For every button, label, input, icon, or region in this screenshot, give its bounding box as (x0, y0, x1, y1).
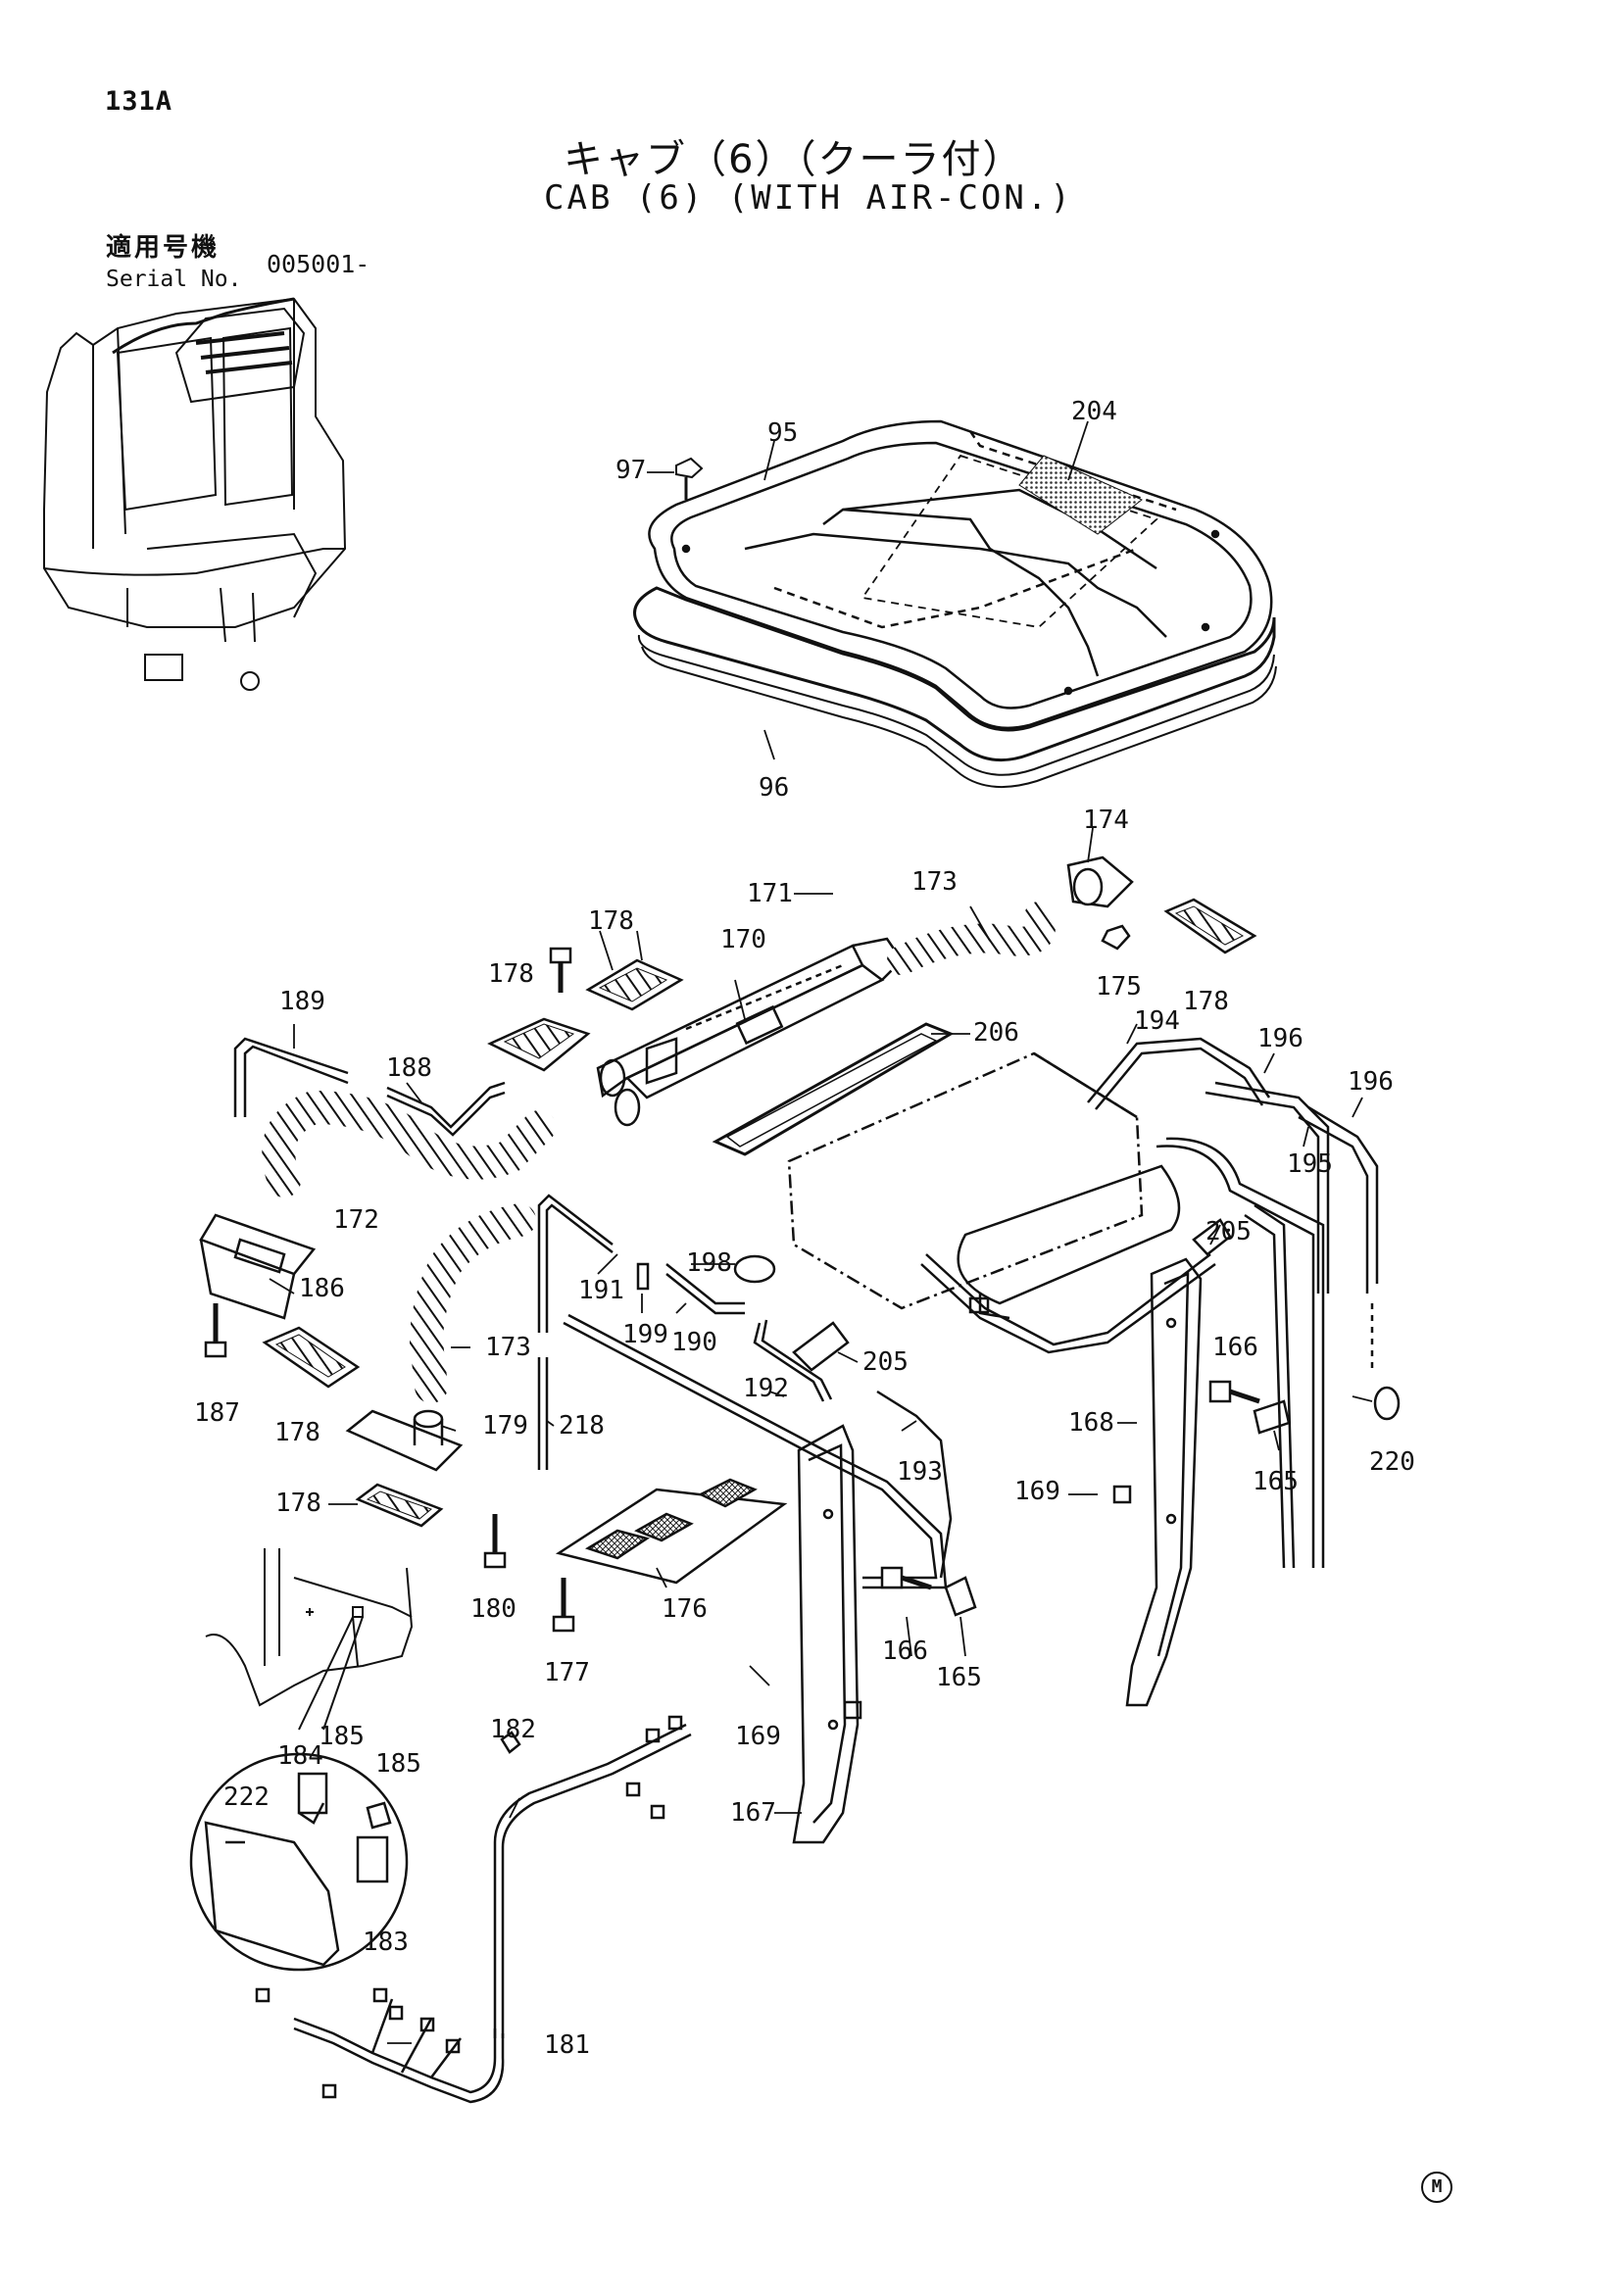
callout-198: 198 (686, 1248, 732, 1278)
cab-interior-partial (205, 1548, 414, 1731)
serial-number-value: 005001- (267, 250, 370, 278)
callout-179: 179 (482, 1411, 528, 1441)
callout-195: 195 (1287, 1149, 1333, 1179)
callout-170: 170 (720, 925, 766, 954)
callout-169-a: 169 (1014, 1477, 1060, 1506)
screw-97-part (675, 457, 704, 500)
callout-172: 172 (333, 1205, 379, 1235)
callout-167: 167 (730, 1798, 776, 1828)
callout-168: 168 (1068, 1408, 1114, 1438)
outlet-bracket-186-part (199, 1213, 317, 1320)
flex-hose-173-lower-part (409, 1203, 536, 1403)
clips-165 (944, 1399, 1291, 1617)
louver-178-part (262, 898, 1257, 1528)
callout-178-c: 178 (1183, 987, 1229, 1016)
pillar-cover-167-part (792, 1424, 860, 1844)
callout-206: 206 (973, 1018, 1019, 1048)
title-japanese: キャブ（6）（クーラ付） (564, 137, 1024, 182)
callout-182: 182 (490, 1715, 536, 1744)
title-english: CAB (6) (WITH AIR-CON.) (544, 178, 1073, 218)
cab-thumbnail-illustration (43, 297, 347, 691)
callout-97: 97 (615, 456, 646, 485)
roof-cover-part (648, 419, 1273, 730)
callout-205-a: 205 (1205, 1217, 1252, 1246)
callout-194: 194 (1134, 1006, 1180, 1036)
pillar-cover-168-part (1125, 1257, 1203, 1707)
callout-175: 175 (1096, 972, 1142, 1001)
detail-inset-circle (189, 1752, 409, 1972)
callout-165-b: 165 (936, 1663, 982, 1692)
callout-189: 189 (279, 987, 325, 1016)
filter-plate-176-part (555, 1478, 788, 1585)
callout-96: 96 (759, 773, 789, 803)
hoses-and-pipes (233, 1037, 1401, 1589)
callout-196-a: 196 (1257, 1024, 1303, 1053)
callout-166-b: 166 (882, 1637, 928, 1666)
callout-180: 180 (470, 1594, 516, 1624)
air-duct-170-part (596, 937, 904, 1127)
callout-183: 183 (363, 1928, 409, 1957)
spigot-bracket-179-part (345, 1409, 464, 1472)
callout-192: 192 (743, 1374, 789, 1403)
wire-harness-181-part (255, 1715, 692, 2104)
callout-165-a: 165 (1253, 1467, 1299, 1496)
callout-193: 193 (897, 1457, 943, 1487)
callout-173-lower: 173 (485, 1333, 531, 1362)
callout-187: 187 (194, 1398, 240, 1428)
flex-hose-173-upper-part (887, 902, 1056, 975)
callout-labels: 204 95 97 96 174 171 173 178 170 178 175… (194, 397, 1415, 2060)
callout-220: 220 (1369, 1447, 1415, 1477)
callout-191: 191 (578, 1276, 624, 1305)
callout-204: 204 (1071, 397, 1117, 426)
callout-178-d: 178 (274, 1418, 320, 1447)
serial-label-japanese: 適用号機 (106, 233, 221, 263)
callout-188: 188 (386, 1053, 432, 1083)
callout-196-b: 196 (1348, 1067, 1394, 1097)
circled-m-mark-icon: M (1421, 2172, 1452, 2203)
callout-178-b: 178 (488, 959, 534, 989)
leader-lines (269, 420, 1373, 2044)
callout-176: 176 (662, 1594, 708, 1624)
callout-178-e: 178 (275, 1489, 321, 1518)
callout-185-a: 185 (319, 1722, 365, 1751)
bracket-174-part (1066, 855, 1134, 951)
filter-frame-206-part (712, 1022, 955, 1156)
page-number: 131A (105, 86, 173, 117)
flex-hose-172-part (262, 1090, 556, 1197)
callout-169-b: 169 (735, 1722, 781, 1751)
callout-95: 95 (767, 418, 798, 448)
callout-185-b: 185 (375, 1749, 421, 1779)
callout-181: 181 (544, 2030, 590, 2060)
callout-186: 186 (299, 1274, 345, 1303)
roof-gasket-part (633, 586, 1277, 789)
callout-177: 177 (544, 1658, 590, 1687)
callout-184: 184 (277, 1741, 323, 1771)
callout-173-upper: 173 (911, 867, 958, 897)
callout-222: 222 (223, 1783, 270, 1812)
callout-199: 199 (622, 1320, 668, 1349)
callout-174: 174 (1083, 806, 1129, 835)
clamps-and-fittings (636, 1218, 1232, 1372)
callout-166-a: 166 (1212, 1333, 1258, 1362)
serial-label-english: Serial No. (106, 267, 242, 292)
callout-218: 218 (559, 1411, 605, 1441)
callout-190: 190 (671, 1328, 717, 1357)
callout-171: 171 (747, 879, 793, 908)
callout-205-b: 205 (862, 1347, 909, 1377)
cooler-unit-part (787, 1051, 1181, 1320)
bolts (204, 947, 1260, 1720)
callout-178-a: 178 (588, 906, 634, 936)
